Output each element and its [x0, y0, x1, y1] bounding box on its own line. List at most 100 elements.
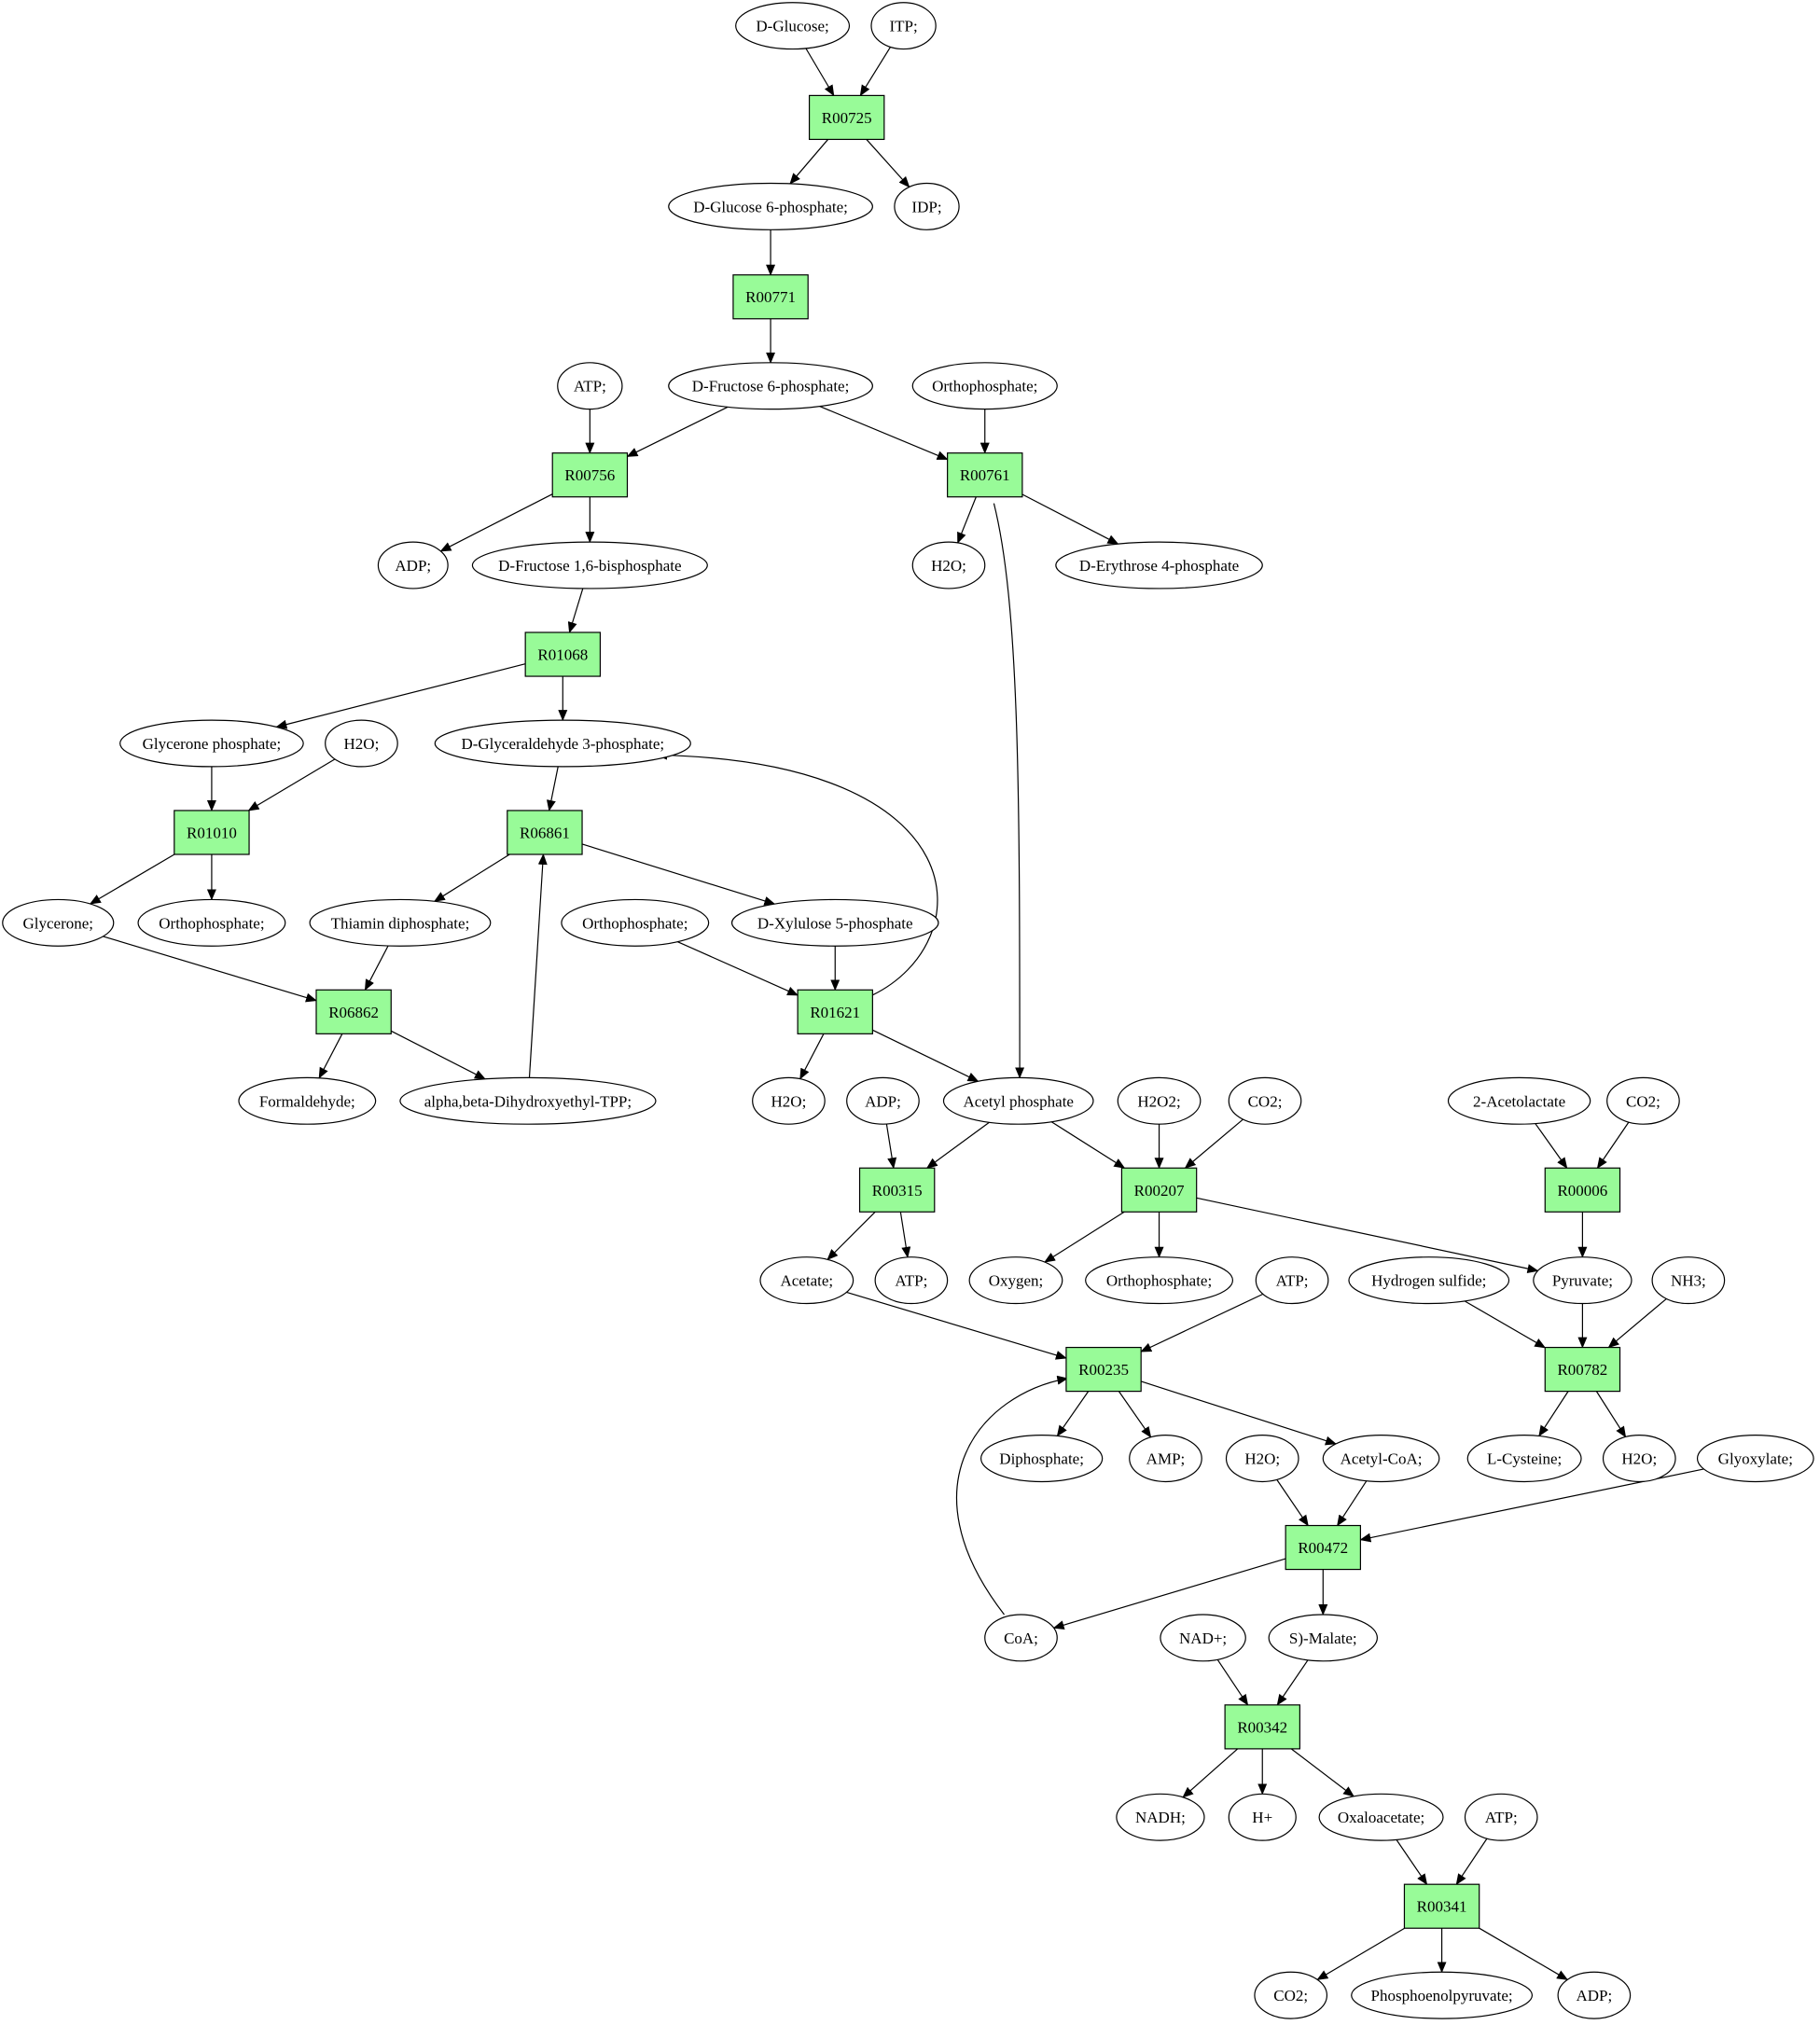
metabolite-node-itp: ITP;: [870, 2, 937, 50]
reaction-node-r01068: R01068: [524, 631, 602, 677]
node-label: NH3;: [1671, 1272, 1706, 1290]
edge-tpp-to-r06862: [364, 945, 389, 992]
metabolite-ellipse: [1255, 1256, 1329, 1305]
edge-ga3p-to-r06861: [546, 766, 559, 811]
metabolite-node-orth2: Orthophosphate;: [137, 898, 286, 947]
edge-nad-to-r00342: [1216, 1658, 1249, 1706]
node-label: R06862: [328, 1004, 379, 1021]
edge-r00756-to-adp1: [439, 493, 553, 552]
metabolite-ellipse: [894, 182, 960, 230]
metabolite-ellipse: [1602, 1435, 1676, 1483]
metabolite-ellipse: [137, 898, 286, 947]
edge-atp4-to-r00341: [1455, 1838, 1488, 1886]
node-label: ATP;: [1276, 1272, 1309, 1290]
edge-acp-to-r00315: [925, 1121, 990, 1169]
metabolite-node-nadh: NADH;: [1116, 1793, 1205, 1841]
reaction-node-r06862: R06862: [315, 989, 392, 1034]
edge-h2s-to-r00782: [1464, 1300, 1547, 1349]
metabolite-ellipse: [968, 1256, 1063, 1305]
metabolite-ellipse: [980, 1435, 1104, 1483]
metabolite-ellipse: [1055, 541, 1263, 589]
node-label: R00756: [564, 466, 615, 484]
metabolite-node-acp: Acetyl phosphate: [942, 1076, 1094, 1125]
edge-abtpp-to-r06861: [528, 853, 548, 1078]
node-label: Acetyl-CoA;: [1341, 1450, 1423, 1468]
node-label: H2O2;: [1137, 1092, 1180, 1110]
node-label: CO2;: [1248, 1092, 1283, 1110]
metabolite-ellipse: [1696, 1435, 1814, 1483]
metabolite-ellipse: [668, 362, 873, 410]
metabolite-node-atp4: ATP;: [1464, 1793, 1538, 1841]
metabolite-ellipse: [1351, 1971, 1534, 2019]
metabolite-node-oaa: Oxaloacetate;: [1318, 1793, 1444, 1841]
edge-r00315-to-acetate: [827, 1211, 876, 1261]
node-label: CO2;: [1273, 1987, 1308, 2004]
edge-h2o4-to-r00472: [1276, 1479, 1309, 1527]
node-label: H2O;: [1244, 1450, 1280, 1468]
node-label: R06861: [520, 824, 570, 841]
metabolite-node-g6p: D-Glucose 6-phosphate;: [668, 182, 873, 230]
edge-r06862-to-abtpp: [390, 1030, 486, 1080]
metabolite-node-orth3: Orthophosphate;: [561, 898, 710, 947]
edge-r00342-to-nadh: [1182, 1748, 1239, 1798]
node-label: D-Fructose 1,6-bisphosphate: [498, 557, 681, 575]
metabolite-node-co2c: CO2;: [1254, 1971, 1328, 2019]
node-label: R01068: [537, 646, 588, 664]
edge-oaa-to-r00341: [1396, 1839, 1428, 1886]
metabolite-ellipse: [1268, 1614, 1378, 1662]
node-label: R01621: [810, 1004, 860, 1021]
metabolite-node-atp1: ATP;: [557, 362, 623, 410]
metabolite-ellipse: [238, 1076, 377, 1125]
reaction-node-r01621: R01621: [797, 989, 873, 1034]
reaction-node-r00725: R00725: [808, 94, 885, 141]
node-label: D-Erythrose 4-phosphate: [1079, 557, 1239, 575]
metabolite-node-adp3: ADP;: [1557, 1971, 1632, 2019]
metabolite-ellipse: [1318, 1793, 1444, 1841]
node-label: Glycerone;: [23, 914, 94, 932]
edge-r00725-to-idp: [866, 139, 910, 188]
reaction-node-r00756: R00756: [551, 452, 629, 498]
metabolite-ellipse: [309, 898, 492, 947]
metabolite-ellipse: [759, 1256, 854, 1305]
metabolite-node-formald: Formaldehyde;: [238, 1076, 377, 1125]
reaction-node-r00341: R00341: [1403, 1883, 1480, 1929]
edge-r00761-to-acp: [993, 503, 1025, 1079]
node-label: ADP;: [1576, 1987, 1612, 2004]
metabolite-ellipse: [1348, 1256, 1510, 1305]
edge-adp2-to-r00315: [885, 1123, 897, 1170]
reaction-node-r00315: R00315: [858, 1167, 936, 1213]
metabolite-node-adp1: ADP;: [377, 541, 449, 589]
metabolite-node-h2o2: H2O;: [325, 719, 398, 768]
metabolite-ellipse: [1129, 1435, 1202, 1483]
edge-r01068-to-gp: [275, 663, 526, 729]
metabolite-node-h2o4: H2O;: [1225, 1435, 1299, 1483]
reaction-box: [1544, 1346, 1621, 1393]
edge-co2b-to-r00006: [1596, 1121, 1630, 1170]
node-label: Thiamin diphosphate;: [331, 914, 470, 932]
node-label: L-Cysteine;: [1487, 1450, 1562, 1468]
node-label: ITP;: [889, 18, 917, 35]
node-label: D-Glucose;: [756, 18, 828, 35]
node-label: Oxaloacetate;: [1338, 1809, 1424, 1826]
edge-r01621-to-ga3p: [656, 750, 938, 996]
node-label: Acetyl phosphate: [963, 1092, 1074, 1110]
metabolite-node-nad: NAD+;: [1160, 1614, 1246, 1662]
metabolite-node-pep: Phosphoenolpyruvate;: [1351, 1971, 1534, 2019]
reaction-box: [808, 94, 885, 141]
edge-atp3-to-r00235: [1140, 1293, 1264, 1352]
metabolite-ellipse: [557, 362, 623, 410]
node-label: alpha,beta-Dihydroxyethyl-TPP;: [424, 1092, 632, 1110]
edge-f6p-to-r00756: [626, 406, 729, 457]
edge-itp-to-r00725: [859, 47, 891, 97]
edge-f6p-to-r00761: [819, 406, 949, 461]
edge-r00235-to-diphos: [1056, 1391, 1090, 1437]
reaction-box: [732, 274, 809, 320]
metabolite-ellipse: [1606, 1076, 1680, 1125]
metabolite-node-fbp: D-Fructose 1,6-bisphosphate: [471, 541, 708, 589]
metabolite-node-amp: AMP;: [1129, 1435, 1202, 1483]
edge-r01621-to-acp: [872, 1029, 979, 1082]
node-label: H2O;: [1621, 1450, 1657, 1468]
metabolite-ellipse: [119, 719, 304, 768]
